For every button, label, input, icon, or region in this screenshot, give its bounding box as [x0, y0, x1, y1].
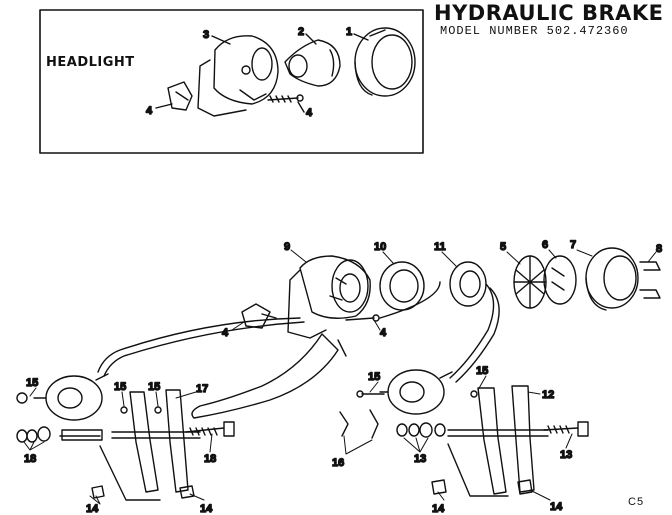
- inset-label: HEADLIGHT: [46, 55, 135, 70]
- callout-4-main-b: 4: [380, 327, 387, 339]
- leader-h3: [211, 35, 231, 45]
- headlight-bracket: [167, 81, 193, 111]
- brake-lever: [191, 333, 347, 419]
- callout-17: 17: [196, 383, 208, 395]
- callout-14-c: 14: [432, 503, 445, 515]
- callout-13-a: 13: [414, 453, 426, 465]
- right-nut-b: [517, 479, 533, 495]
- headlight-screw: [267, 94, 304, 103]
- diagram-title: HYDRAULIC BRAKE: [434, 1, 664, 25]
- model-number: MODEL NUMBER 502.472360: [440, 24, 629, 38]
- callout-4-main-a: 4: [222, 327, 229, 339]
- callout-15-e: 15: [476, 365, 488, 377]
- right-caliper: [379, 369, 453, 415]
- callout-14-b: 14: [200, 503, 213, 515]
- left-caliper-arms: [59, 389, 201, 501]
- hydraulic-line-left: [97, 317, 301, 373]
- outer-rim: [585, 247, 639, 311]
- callout-14-a: 14: [86, 503, 99, 515]
- leader-h4a: [155, 103, 173, 109]
- page-code: C5: [628, 496, 645, 508]
- left-washers: [16, 426, 103, 443]
- headlight-rim: [354, 27, 416, 97]
- leader-h4b: [297, 101, 305, 113]
- hydraulic-line-mid: [379, 281, 441, 319]
- mount-screw: [345, 314, 380, 322]
- leader-h2: [305, 33, 317, 45]
- callout-1: 1: [346, 26, 352, 38]
- clips: [639, 261, 661, 299]
- left-caliper: [16, 373, 109, 421]
- leader-lines: [23, 249, 657, 505]
- left-nut-b: [179, 485, 195, 499]
- left-pivot-bolt: [185, 421, 235, 437]
- callout-7: 7: [570, 239, 576, 251]
- callout-5: 5: [500, 241, 506, 253]
- callout-12: 12: [542, 389, 554, 401]
- callout-6: 6: [542, 239, 548, 251]
- right-caliper-arms: [447, 385, 549, 497]
- spring-b: [369, 409, 379, 439]
- headlight-inset-frame: [39, 9, 424, 154]
- callout-15-a: 15: [26, 377, 38, 389]
- right-pivot-bolt: [543, 421, 589, 437]
- right-screw-b: [470, 390, 478, 398]
- callout-15-d: 15: [368, 371, 380, 383]
- callout-15-c: 15: [148, 381, 160, 393]
- left-screw-b: [154, 406, 162, 414]
- spring-a: [339, 411, 349, 437]
- callout-8: 8: [656, 243, 662, 255]
- hydraulic-line-right-b: [455, 287, 500, 383]
- master-cylinder: [287, 255, 371, 339]
- callout-13-b: 13: [560, 449, 572, 461]
- callout-9: 9: [284, 241, 290, 253]
- leader-h1: [353, 33, 369, 41]
- hydraulic-line-right: [449, 283, 495, 379]
- lens: [449, 261, 487, 307]
- reflector: [379, 261, 425, 311]
- callout-18-a: 18: [24, 453, 36, 465]
- grille: [513, 255, 547, 309]
- callout-10: 10: [374, 241, 386, 253]
- callout-2: 2: [298, 26, 304, 38]
- right-screw-a: [356, 390, 385, 398]
- callout-11: 11: [434, 241, 446, 253]
- callout-16: 16: [332, 457, 344, 469]
- callout-18-b: 18: [204, 453, 216, 465]
- right-washers: [396, 422, 446, 438]
- left-nut-a: [91, 485, 105, 499]
- hydraulic-line-left-b: [103, 321, 305, 377]
- headlight-bulb: [284, 39, 341, 87]
- headlight-housing: [197, 35, 279, 117]
- callout-14-d: 14: [550, 501, 563, 513]
- callout-15-b: 15: [114, 381, 126, 393]
- callout-4-inset-a: 4: [146, 105, 153, 117]
- right-nut-a: [431, 479, 447, 495]
- left-screw-a: [120, 406, 128, 414]
- callout-4-inset-b: 4: [306, 107, 313, 119]
- cover: [543, 255, 577, 305]
- callout-3: 3: [203, 29, 209, 41]
